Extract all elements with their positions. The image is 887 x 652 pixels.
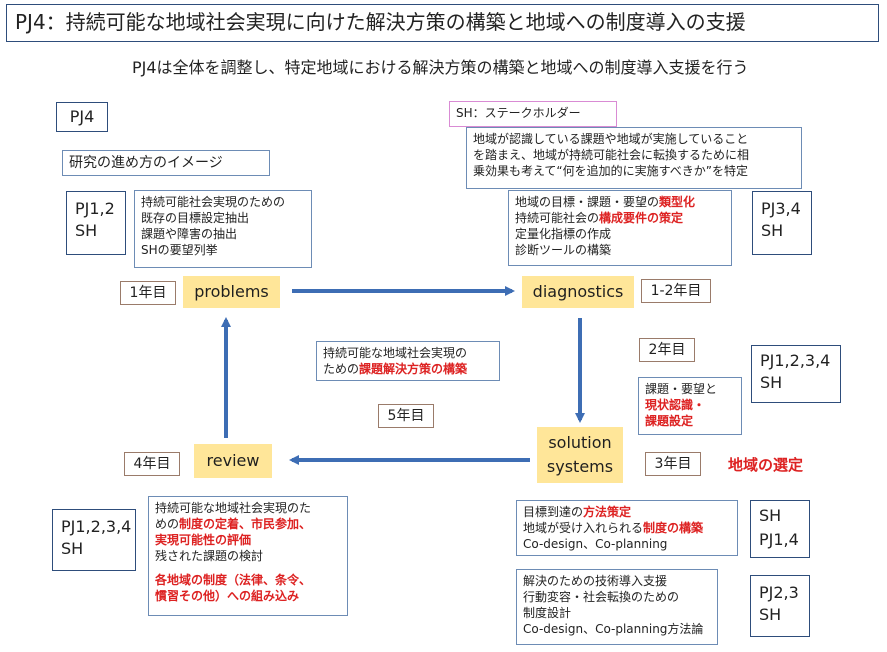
sh-description-line: 地域が認識している課題や地域が実施していること	[473, 132, 749, 146]
year-label-solution: 3年目	[645, 452, 701, 476]
emphasis-text: 制度の構築	[643, 521, 704, 535]
plain-text: 地域の目標・課題・要望の	[515, 195, 660, 209]
solution-b-line: 解決のための技術導入支援	[523, 574, 668, 588]
plain-text: ための	[323, 362, 360, 376]
node-solution-line: solution	[548, 433, 612, 452]
second-line: 課題・要望と	[645, 382, 718, 396]
region-selection-label: 地域の選定	[728, 456, 804, 474]
review-line	[155, 564, 341, 572]
pj-label: PJ1,2,3,4	[760, 351, 831, 370]
sh-description-line: 乗効果も考えて“何を追加的に実施すべきか”を特定	[473, 164, 748, 178]
emphasis-text: 課題解決方策の構築	[359, 362, 468, 376]
review-pj-box: PJ1,2,3,4 SH	[52, 509, 136, 571]
diagnostics-line: 持続可能社会の構成要件の策定	[515, 210, 725, 226]
solution-b-line: 制度設計	[523, 606, 572, 620]
pj4-label: PJ4	[56, 102, 108, 132]
diagnostics-description: 地域の目標・課題・要望の類型化 持続可能社会の構成要件の策定 定量化指標の作成 …	[508, 190, 732, 266]
review-line: 持続可能な地域社会実現のた	[155, 501, 312, 515]
image-caption: 研究の進め方のイメージ	[62, 150, 270, 176]
sh-description-line: を踏まえ、地域が持続可能社会に転換するために相	[473, 148, 750, 162]
diagnostics-line: 定量化指標の作成	[515, 227, 612, 241]
plain-text: 地域が受け入れられる	[523, 521, 644, 535]
pj-label: PJ1,4	[759, 530, 799, 549]
solution-a-line: Co-design、Co-planning	[523, 537, 668, 551]
year-label-diagnostics: 1-2年目	[641, 279, 711, 303]
sh-label: SH	[760, 373, 783, 392]
solution-a-pj-box: SH PJ1,4	[750, 500, 810, 558]
page-subtitle: PJ4は全体を調整し、特定地域における解決方策の構築と地域への制度導入支援を行う	[132, 58, 749, 77]
plain-text: 持続可能社会の	[515, 211, 600, 225]
diagnostics-line: 診断ツールの構築	[515, 243, 612, 257]
emphasis-text: 方法策定	[583, 505, 632, 519]
sh-description: 地域が認識している課題や地域が実施していること を踏まえ、地域が持続可能社会に転…	[466, 127, 802, 189]
solution-b-line: 行動変容・社会転換のための	[523, 590, 680, 604]
emphasis-text: 類型化	[659, 195, 696, 209]
node-problems: problems	[183, 276, 280, 308]
pj-label: PJ3,4	[761, 199, 801, 218]
sh-label: SH	[761, 221, 784, 240]
problems-line: 既存の目標設定抽出	[141, 211, 250, 225]
problems-line: 持続可能社会実現のための	[141, 195, 286, 209]
pj-label: PJ1,2	[75, 199, 115, 218]
solution-a-line: 地域が受け入れられる制度の構築	[523, 520, 731, 536]
sh-label: SH	[759, 605, 782, 624]
diagnostics-line: 地域の目標・課題・要望の類型化	[515, 194, 725, 210]
year-label-review: 4年目	[124, 452, 180, 476]
center-description: 持続可能な地域社会実現の ための課題解決方策の構築	[316, 341, 500, 381]
review-line: 残された課題の検討	[155, 549, 264, 563]
emphasis-text: 制度の定着、市民参加、	[179, 517, 312, 531]
problems-pj-box: PJ1,2 SH	[66, 191, 126, 255]
review-description: 持続可能な地域社会実現のた めの制度の定着、市民参加、 実現可能性の評価 残され…	[148, 496, 348, 616]
year-label-center: 5年目	[378, 404, 434, 428]
sh-legend: SH：ステークホルダー	[449, 101, 617, 127]
emphasis-text: 構成要件の策定	[599, 211, 684, 225]
review-line: 慣習その他）への組み込み	[155, 589, 300, 603]
review-line: めの制度の定着、市民参加、	[155, 516, 341, 532]
year-label-second: 2年目	[639, 338, 695, 362]
center-line: 持続可能な地域社会実現の	[323, 346, 468, 360]
solution-description-b: 解決のための技術導入支援 行動変容・社会転換のための 制度設計 Co-desig…	[516, 569, 718, 645]
solution-description-a: 目標到達の方法策定 地域が受け入れられる制度の構築 Co-design、Co-p…	[516, 500, 738, 556]
page-title: PJ4：持続可能な地域社会実現に向けた解決方策の構築と地域への制度導入の支援	[6, 4, 879, 42]
solution-b-pj-box: PJ2,3 SH	[750, 575, 810, 637]
review-line: 各地域の制度（法律、条令、	[155, 573, 312, 587]
second-line: 課題設定	[645, 414, 694, 428]
node-solution-line: systems	[546, 457, 614, 476]
problems-line: 課題や障害の抽出	[141, 227, 238, 241]
pj-label: PJ2,3	[759, 583, 799, 602]
diagnostics-pj-box: PJ3,4 SH	[752, 191, 812, 255]
node-diagnostics: diagnostics	[522, 276, 634, 308]
pj-label: PJ1,2,3,4	[61, 517, 132, 536]
second-description: 課題・要望と 現状認識・ 課題設定	[638, 377, 742, 435]
node-solution-systems: solution systems	[537, 427, 623, 483]
plain-text: めの	[155, 517, 180, 531]
sh-label: SH	[75, 221, 98, 240]
center-line: ための課題解決方策の構築	[323, 361, 493, 377]
sh-label: SH	[759, 506, 782, 525]
node-review: review	[194, 444, 272, 478]
second-pj-box: PJ1,2,3,4 SH	[751, 345, 841, 403]
second-line: 現状認識・	[645, 398, 706, 412]
problems-line: SHの要望列挙	[141, 243, 218, 257]
review-line: 実現可能性の評価	[155, 533, 252, 547]
solution-a-line: 目標到達の方法策定	[523, 504, 731, 520]
solution-b-line: Co-design、Co-planning方法論	[523, 622, 704, 636]
plain-text: 目標到達の	[523, 505, 584, 519]
problems-description: 持続可能社会実現のための 既存の目標設定抽出 課題や障害の抽出 SHの要望列挙	[134, 190, 312, 268]
sh-label: SH	[61, 539, 84, 558]
year-label-problems: 1年目	[120, 281, 176, 305]
